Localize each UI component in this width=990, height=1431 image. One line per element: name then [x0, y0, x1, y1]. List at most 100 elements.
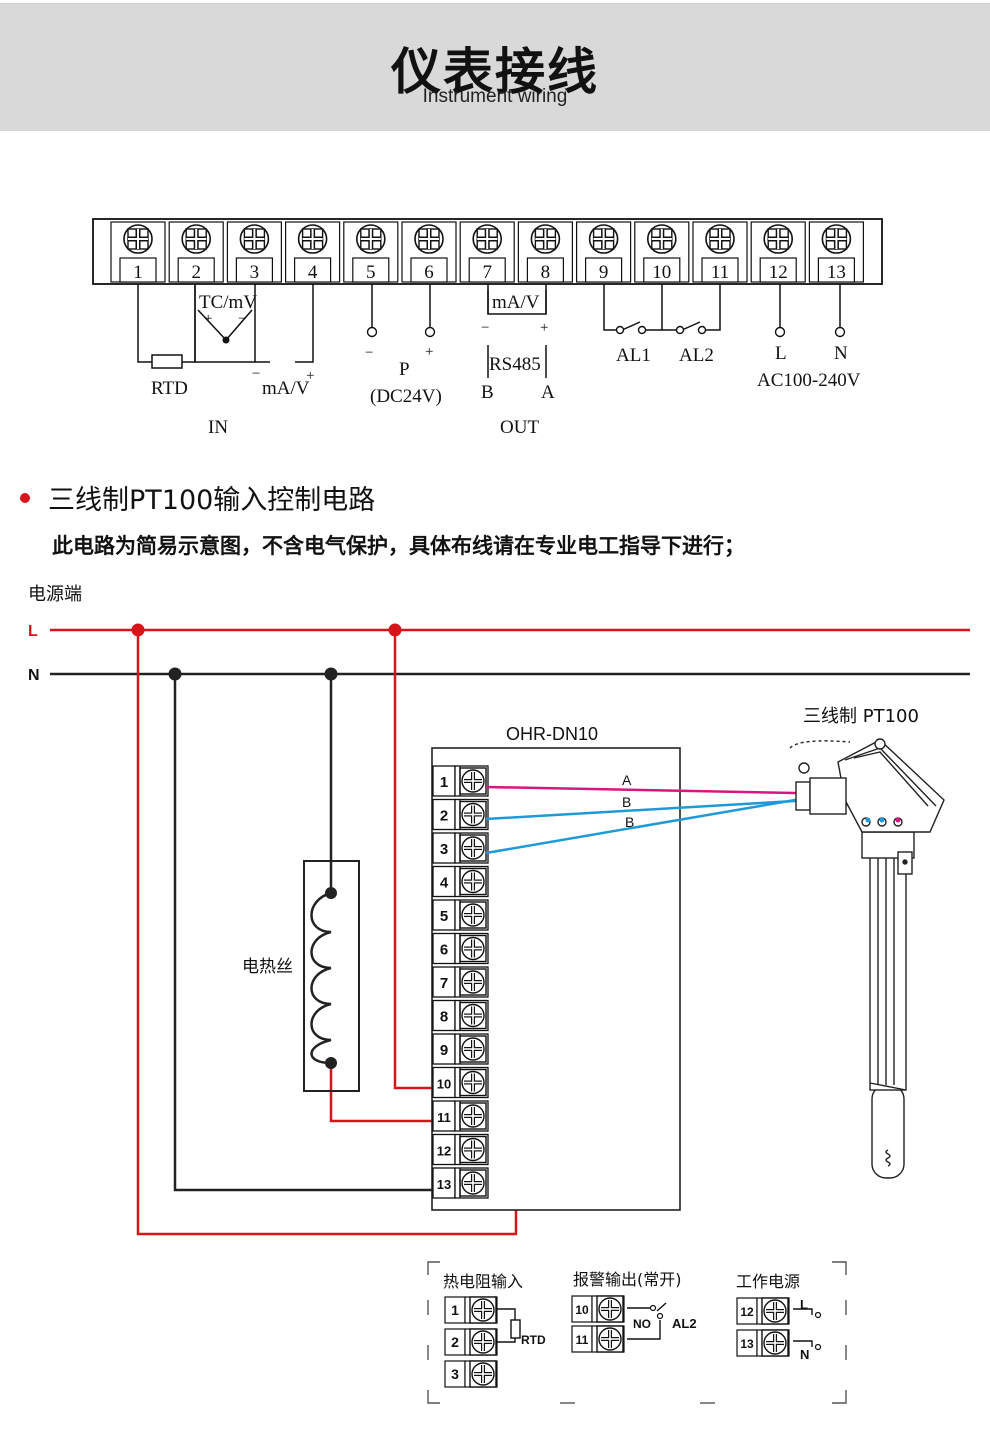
strip-terminal-6: 6 — [401, 221, 457, 283]
label-out: OUT — [500, 417, 539, 438]
strip-terminal-number: 9 — [599, 262, 609, 283]
strip-terminal-7: 7 — [459, 221, 515, 283]
controller-terminal-number: 6 — [440, 942, 448, 959]
legend-terminal-3: 3 — [444, 1360, 498, 1388]
controller-terminal-1: 1 — [432, 765, 489, 797]
header-top-line — [0, 0, 990, 4]
controller-terminal-number: 7 — [440, 975, 448, 992]
label-ma-v-in: mA/V — [262, 378, 310, 399]
strip-terminal-4: 4 — [285, 221, 341, 283]
label-p-minus: − — [365, 345, 373, 361]
strip-labels: TC/mV + − RTD − mA/V + − + P (DC24V) mA/… — [151, 292, 861, 438]
legend-rtd-label: RTD — [521, 1333, 546, 1347]
pt100-probe-icon — [789, 738, 945, 1179]
strip-terminal-10: 10 — [634, 221, 690, 283]
label-tc-plus: + — [204, 311, 212, 327]
tc-junction-dot — [222, 336, 230, 344]
controller-terminal-number: 10 — [437, 1077, 451, 1092]
controller-terminal-number: 11 — [437, 1110, 451, 1125]
section-title-text: 三线制PT100输入控制电路 — [48, 485, 376, 516]
strip-terminal-13: 13 — [808, 221, 865, 283]
legend-terminal-number: 3 — [451, 1366, 459, 1382]
label-ma-v-out: mA/V — [492, 292, 540, 313]
header-banner: 仪表接线 Instrument wiring — [0, 0, 990, 131]
controller-terminal-number: 13 — [437, 1177, 451, 1192]
legend-no-label: NO — [633, 1317, 651, 1331]
legend-terminal-number: 12 — [740, 1305, 754, 1319]
legend-terminal-13: 13 — [736, 1329, 790, 1357]
label-a: A — [541, 382, 555, 403]
controller-terminal-13: 13 — [432, 1167, 489, 1199]
legend-l-label: L — [800, 1297, 808, 1312]
heater-element — [303, 860, 360, 1092]
strip-terminal-12: 12 — [750, 221, 806, 283]
strip-terminal-8: 8 — [517, 221, 574, 283]
wire-b1-label: B — [622, 794, 631, 810]
controller-terminal-number: 12 — [437, 1144, 451, 1159]
label-p-plus: + — [425, 344, 433, 360]
label-in-plus: + — [306, 368, 314, 384]
strip-terminal-number: 12 — [769, 262, 788, 283]
power-source-label: 电源端 — [28, 584, 82, 605]
section-title: 三线制PT100输入控制电路 — [20, 478, 375, 517]
legend-terminal-2: 2 — [444, 1328, 498, 1356]
controller-label: OHR-DN10 — [506, 724, 598, 744]
legend-terminal-number: 1 — [451, 1302, 459, 1318]
legend-terminal-number: 13 — [740, 1337, 754, 1351]
label-rtd: RTD — [151, 378, 188, 399]
legend-terminal-12: 12 — [736, 1297, 790, 1325]
label-b: B — [481, 382, 494, 403]
controller-terminal-number: 2 — [440, 808, 448, 825]
controller-terminal-10: 10 — [432, 1066, 489, 1099]
controller-terminal-2: 2 — [432, 798, 489, 831]
strip-contacts — [366, 325, 846, 338]
legend-terminal-number: 2 — [451, 1334, 459, 1350]
legend-power-title: 工作电源 — [736, 1272, 800, 1291]
label-al1: AL1 — [616, 345, 651, 366]
controller-terminal-number: 1 — [440, 774, 448, 791]
legend-terminal-number: 10 — [575, 1303, 589, 1317]
controller-terminal-number: 9 — [440, 1042, 448, 1059]
label-out-plus: + — [540, 320, 548, 336]
label-tc-minus: − — [238, 311, 246, 327]
strip-terminal-number: 7 — [482, 262, 492, 283]
legend-terminal-number: 11 — [576, 1333, 589, 1347]
controller-terminal-5: 5 — [432, 899, 489, 931]
controller-terminal-number: 3 — [440, 841, 448, 858]
section-note: 此电路为简易示意图，不含电气保护，具体布线请在专业电工指导下进行； — [52, 534, 745, 558]
legend-alarm-title: 报警输出(常开) — [573, 1270, 682, 1289]
controller-terminal-8: 8 — [432, 999, 489, 1032]
strip-terminal-number: 11 — [711, 262, 729, 283]
label-p: P — [399, 359, 410, 380]
controller-terminal-number: 5 — [440, 908, 448, 925]
controller-terminal-6: 6 — [432, 932, 489, 965]
legend-terminal-1: 1 — [444, 1296, 498, 1324]
page-title: 仪表接线 — [391, 43, 599, 101]
strip-terminal-number: 5 — [366, 262, 376, 283]
label-l: L — [775, 343, 787, 364]
neutral-nodes — [168, 667, 338, 681]
label-tc-mv: TC/mV — [199, 292, 257, 313]
label-in: IN — [208, 417, 228, 438]
legend-n-label: N — [800, 1347, 809, 1362]
strip-wiring — [137, 284, 841, 378]
controller-terminal-7: 7 — [432, 966, 489, 998]
controller-terminal-9: 9 — [432, 1033, 489, 1065]
controller-terminal-number: 8 — [440, 1009, 448, 1026]
controller-terminal-4: 4 — [432, 865, 489, 898]
strip-terminal-number: 1 — [133, 262, 143, 283]
strip-terminal-2: 2 — [168, 221, 224, 283]
strip-terminal-number: 2 — [191, 262, 201, 283]
legend-al2-label: AL2 — [672, 1316, 697, 1331]
strip-terminal-1: 1 — [110, 221, 166, 283]
bullet-dot — [20, 492, 30, 503]
controller-terminal-11: 11 — [432, 1100, 489, 1132]
controller-terminal-number: 4 — [440, 875, 449, 892]
strip-terminal-number: 4 — [308, 262, 318, 283]
